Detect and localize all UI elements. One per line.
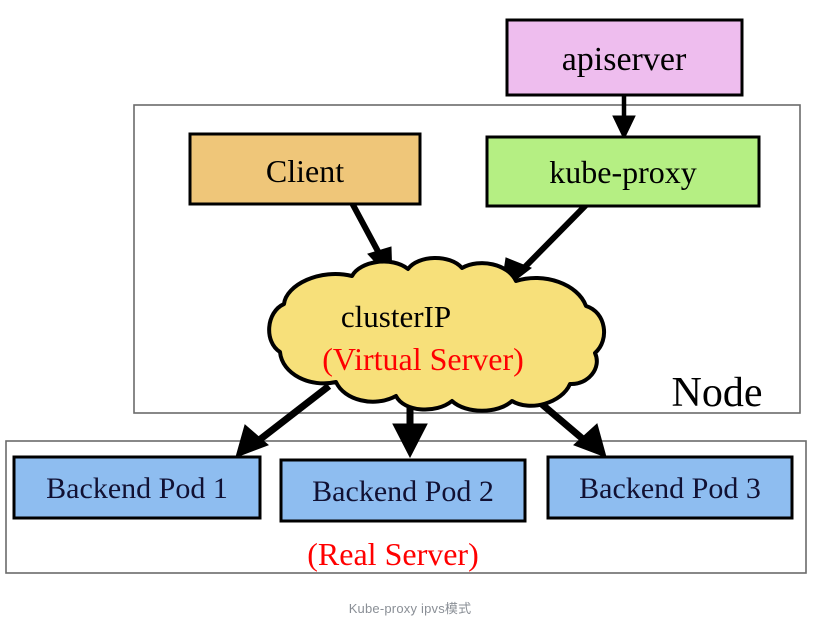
pod2-node[interactable]: Backend Pod 2 xyxy=(279,458,527,523)
node-container-label: Node xyxy=(672,370,763,416)
figure-caption: Kube-proxy ipvs模式 xyxy=(348,601,472,616)
pod1-node[interactable]: Backend Pod 1 xyxy=(12,455,262,520)
apiserver-node[interactable]: apiserver xyxy=(505,18,744,97)
client-node[interactable]: Client xyxy=(188,132,422,206)
pod2-label: Backend Pod 2 xyxy=(312,475,494,508)
pod1-label: Backend Pod 1 xyxy=(46,472,228,505)
edge-apiserver-to-kube-proxy xyxy=(612,93,636,141)
kube-proxy-node[interactable]: kube-proxy xyxy=(485,135,761,208)
pod3-label: Backend Pod 3 xyxy=(579,472,761,505)
virtual-server-annotation: (Virtual Server) xyxy=(322,341,524,377)
clusterip-label: clusterIP xyxy=(341,299,451,334)
pod3-node[interactable]: Backend Pod 3 xyxy=(546,455,794,520)
client-label: Client xyxy=(266,153,344,189)
clusterip-cloud-node[interactable]: clusterIP (Virtual Server) xyxy=(267,256,607,413)
edge-clusterip-to-pod1 xyxy=(235,383,332,458)
apiserver-label: apiserver xyxy=(562,41,687,78)
cloud-shape xyxy=(267,256,607,413)
real-server-annotation: (Real Server) xyxy=(307,536,478,572)
kube-proxy-label: kube-proxy xyxy=(549,154,697,190)
